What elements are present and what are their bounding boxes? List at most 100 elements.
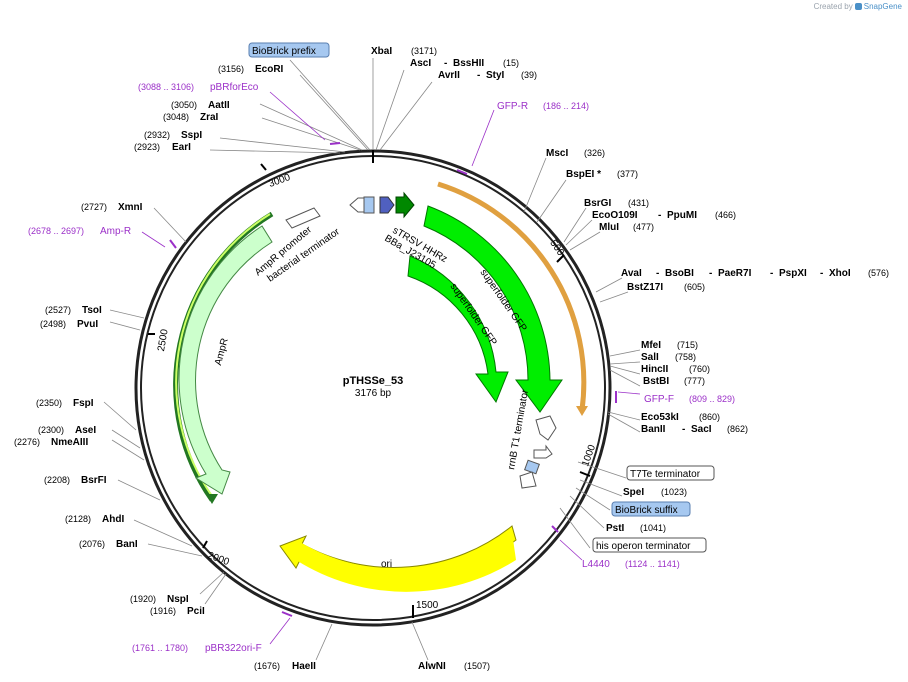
- site-psti[interactable]: PstI (1041): [606, 523, 666, 534]
- rrnb-terminator-label: rrnB T1 terminator: [506, 388, 531, 470]
- svg-text:pBR322ori-F: pBR322ori-F: [205, 643, 262, 654]
- site-ahdi[interactable]: (2128) AhdI: [65, 514, 124, 525]
- tick-label-1500: 1500: [416, 600, 439, 611]
- site-hincii[interactable]: HincII (760): [641, 364, 710, 375]
- site-bspei[interactable]: BspEI * (377): [566, 169, 638, 180]
- svg-text:(477): (477): [633, 222, 654, 232]
- site-pcii[interactable]: (1916) PciI: [150, 606, 205, 617]
- svg-text:(2208): (2208): [44, 475, 70, 485]
- site-name: XbaI: [371, 46, 392, 57]
- site-bani[interactable]: (2076) BanI: [79, 539, 138, 550]
- site-bstz17i[interactable]: BstZ17I (605): [627, 282, 705, 293]
- svg-text:MscI: MscI: [546, 148, 568, 159]
- his-operon-terminator-tag[interactable]: [592, 537, 707, 553]
- bacterial-terminator-arrow: [285, 207, 321, 229]
- biobrick-prefix-tag[interactable]: [248, 42, 330, 58]
- site-banii[interactable]: BanII - SacI (862): [641, 424, 748, 435]
- svg-text:BsoBI: BsoBI: [665, 268, 694, 279]
- site-ecori[interactable]: (3156) EcoRI: [218, 64, 284, 75]
- t7te-terminator-tag[interactable]: [626, 465, 715, 481]
- ori-body: [296, 532, 516, 592]
- site-tsoi[interactable]: (2527) TsoI: [45, 305, 102, 316]
- site-fspi[interactable]: (2350) FspI: [36, 398, 94, 409]
- site-msci[interactable]: MscI (326): [546, 148, 605, 159]
- site-avrii[interactable]: AvrII - StyI (39): [438, 70, 537, 81]
- site-sep: -: [477, 70, 480, 81]
- site-sspi[interactable]: (2932) SspI: [144, 130, 202, 141]
- svg-text:(2350): (2350): [36, 398, 62, 408]
- svg-text:-: -: [709, 268, 712, 279]
- site-bstbi[interactable]: BstBI (777): [643, 376, 705, 387]
- credit-brand: SnapGene: [863, 2, 902, 11]
- gfp-outer-arc: [437, 181, 587, 411]
- ampr-outer-arrowhead: [206, 494, 218, 504]
- svg-text:(186 .. 214): (186 .. 214): [543, 101, 589, 111]
- svg-text:(860): (860): [699, 412, 720, 422]
- svg-text:TsoI: TsoI: [82, 305, 102, 316]
- credit-prefix: Created by: [813, 2, 853, 11]
- svg-text:(466): (466): [715, 210, 736, 220]
- biobrick-suffix-tag[interactable]: [611, 501, 691, 517]
- svg-text:-: -: [682, 424, 685, 435]
- site-nmeaiii[interactable]: (2276) NmeAIII: [14, 437, 88, 448]
- site-bsrgi[interactable]: BsrGI (431): [584, 198, 649, 209]
- svg-text:(809 .. 829): (809 .. 829): [689, 394, 735, 404]
- svg-text:PstI: PstI: [606, 523, 625, 534]
- site-zrai[interactable]: (3048) ZraI: [163, 112, 219, 123]
- site-sali[interactable]: SalI (758): [641, 352, 696, 363]
- svg-text:(715): (715): [677, 340, 698, 350]
- svg-text:AseI: AseI: [75, 425, 96, 436]
- site-pos: (3171): [411, 46, 437, 56]
- site-ecoo109i[interactable]: EcoO109I - PpuMI (466): [592, 210, 736, 221]
- svg-text:PvuI: PvuI: [77, 319, 98, 330]
- svg-text:ZraI: ZraI: [200, 112, 219, 123]
- svg-text:(2678 .. 2697): (2678 .. 2697): [28, 226, 84, 236]
- site-bsrfi[interactable]: (2208) BsrFI: [44, 475, 107, 486]
- svg-text:EcoO109I: EcoO109I: [592, 210, 638, 221]
- svg-text:AlwNI: AlwNI: [418, 661, 446, 672]
- svg-text:Eco53kI: Eco53kI: [641, 412, 679, 423]
- leader-lines: [103, 58, 641, 661]
- primer-gfp-r[interactable]: GFP-R (186 .. 214): [497, 101, 589, 112]
- site-nspi[interactable]: (1920) NspI: [130, 594, 189, 605]
- svg-text:BspEI *: BspEI *: [566, 169, 601, 180]
- primer-l4440[interactable]: L4440 (1124 .. 1141): [582, 559, 680, 570]
- site-eari[interactable]: (2923) EarI: [134, 142, 191, 153]
- ampr-label: AmpR: [213, 337, 231, 367]
- strsv-hhrz-arrow: [395, 191, 415, 219]
- biobrick-prefix-tag-label: BioBrick prefix: [252, 46, 316, 57]
- site-name: AvrII: [438, 70, 460, 81]
- site-haeii[interactable]: (1676) HaeII: [254, 661, 316, 672]
- site-avai[interactable]: AvaI - BsoBI - PaeR7I - PspXI - XhoI (57…: [621, 268, 889, 279]
- svg-text:(3088 .. 3106): (3088 .. 3106): [138, 82, 194, 92]
- svg-text:(3050): (3050): [171, 100, 197, 110]
- primer-gfp-f[interactable]: GFP-F (809 .. 829): [644, 394, 735, 405]
- snapgene-logo-icon: [854, 3, 862, 10]
- svg-text:(326): (326): [584, 148, 605, 158]
- site-mfei[interactable]: MfeI (715): [641, 340, 698, 351]
- site-spei[interactable]: SpeI (1023): [623, 487, 687, 498]
- site-asci[interactable]: AscI - BssHII (15): [410, 58, 519, 69]
- site-pos: (39): [521, 70, 537, 80]
- site-xbai[interactable]: XbaI (3171): [371, 46, 437, 57]
- ampr-arrow: [178, 225, 273, 495]
- svg-text:(3048): (3048): [163, 112, 189, 122]
- primer-pbrforeco[interactable]: (3088 .. 3106) pBRforEco: [138, 82, 259, 93]
- site-xmni[interactable]: (2727) XmnI: [81, 202, 143, 213]
- site-alwni[interactable]: AlwNI (1507): [418, 661, 490, 672]
- svg-text:-: -: [656, 268, 659, 279]
- svg-text:BanI: BanI: [116, 539, 138, 550]
- site-pvui[interactable]: (2498) PvuI: [40, 319, 98, 330]
- svg-text:-: -: [658, 210, 661, 221]
- site-mlui[interactable]: MluI (477): [599, 222, 654, 233]
- site-aatii[interactable]: (3050) AatII: [171, 100, 230, 111]
- primer-amp-r[interactable]: (2678 .. 2697) Amp-R: [28, 226, 131, 237]
- plasmid-name: pTHSSe_53: [343, 375, 404, 387]
- site-eco53ki[interactable]: Eco53kI (860): [641, 412, 720, 423]
- primer-pbr322ori-f[interactable]: (1761 .. 1780) pBR322ori-F: [132, 643, 262, 654]
- biobrick-prefix-box: [363, 196, 375, 214]
- svg-text:GFP-F: GFP-F: [644, 394, 674, 405]
- site-asei[interactable]: (2300) AseI: [38, 425, 96, 436]
- svg-text:PciI: PciI: [187, 606, 205, 617]
